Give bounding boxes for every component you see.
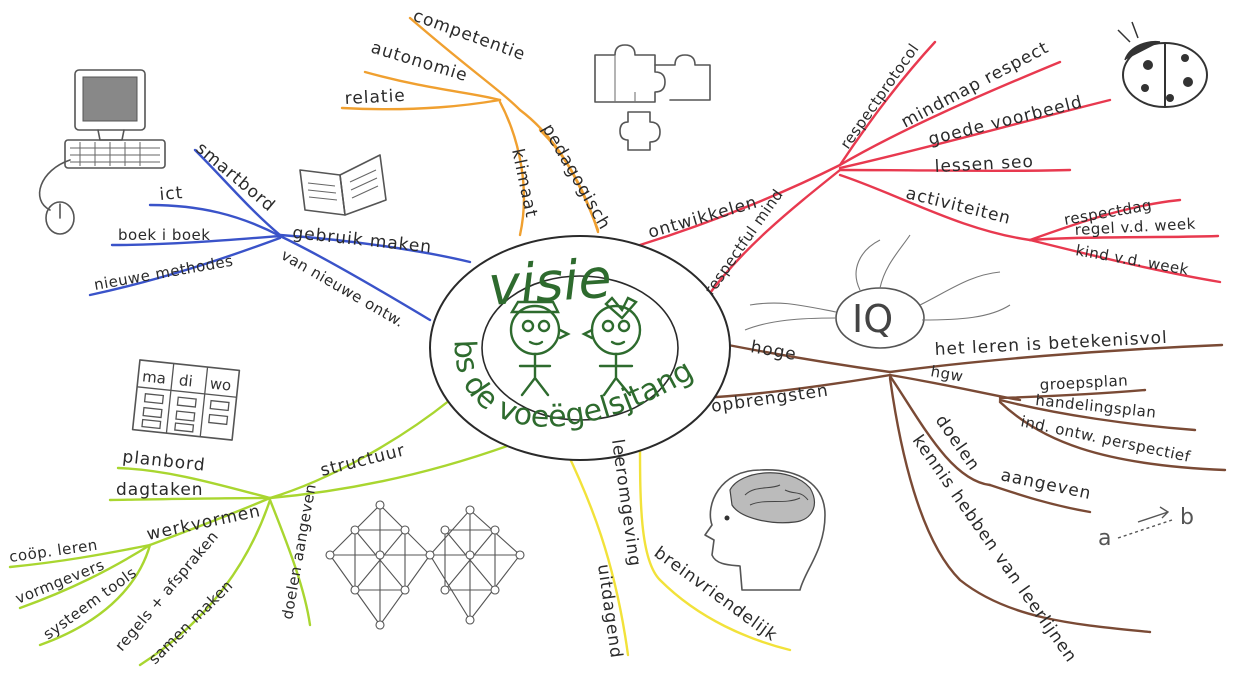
label-smartbord: smartbord <box>192 139 279 217</box>
label-groepsplan: groepsplan <box>1039 371 1128 394</box>
branch-brown-lines <box>698 343 1227 634</box>
label-kennis-hebben: kennis hebben van leerlijnen <box>908 431 1081 666</box>
branch-orange-lines <box>340 16 600 237</box>
arrow-b-label: b <box>1180 505 1194 530</box>
book-drawing <box>299 154 387 216</box>
stick-figures-drawing <box>509 296 642 397</box>
branch-blue-lines <box>88 148 472 322</box>
schedule-day-wo: wo <box>209 374 232 394</box>
iq-label: IQ <box>852 297 893 341</box>
network-drawing <box>325 500 525 630</box>
label-pedagogisch: pedagogisch <box>538 121 615 234</box>
label-hoge: hoge <box>749 337 798 365</box>
label-relatie: relatie <box>344 86 406 109</box>
branch-red-lines <box>638 40 1222 302</box>
label-hgw: hgw <box>929 362 964 385</box>
label-planbord: planbord <box>121 447 206 476</box>
label-aangeven: aangeven <box>999 465 1093 504</box>
label-breinvriendelijk: breinvriendelijk <box>650 543 781 646</box>
head-brain-drawing <box>704 469 826 591</box>
label-nieuwe-methodes: nieuwe methodes <box>93 252 235 294</box>
label-boek-i-boek: boek i boek <box>118 226 210 244</box>
hub-title: visie <box>486 246 613 317</box>
schedule-day-di: di <box>178 371 194 390</box>
arrow-a-label: a <box>1098 526 1111 551</box>
label-van-nieuwe-ontw: van nieuwe ontw. <box>278 246 408 331</box>
label-klimaat: klimaat <box>507 147 541 220</box>
iq-neuron-drawing: IQ <box>744 234 1011 349</box>
ladybug-drawing <box>1117 21 1208 108</box>
label-handelingsplan: handelingsplan <box>1035 391 1158 422</box>
label-ict: ict <box>159 183 184 205</box>
label-autonomie: autonomie <box>369 38 471 86</box>
a-to-b-arrow-drawing: a b <box>1098 505 1194 551</box>
label-structuur: structuur <box>318 440 407 480</box>
label-opbrengsten: opbrengsten <box>710 381 830 417</box>
branch-yellow-lines <box>563 438 792 657</box>
schedule-drawing: ma di wo <box>131 359 241 441</box>
label-respectprotocol: respectprotocol <box>837 40 923 152</box>
central-hub: visie bs de voeëgelsjtang <box>429 235 731 461</box>
branch-lime-lines <box>8 398 512 667</box>
computer-drawing <box>38 69 166 235</box>
label-doelen-aangeven: doelen aangeven <box>278 482 320 620</box>
label-lessen-seo: lessen seo <box>934 152 1034 177</box>
puzzle-drawing <box>594 44 711 151</box>
label-dagtaken: dagtaken <box>116 480 204 500</box>
label-kind-vd-week: kind v.d. week <box>1074 241 1190 279</box>
schedule-day-ma: ma <box>141 367 167 387</box>
